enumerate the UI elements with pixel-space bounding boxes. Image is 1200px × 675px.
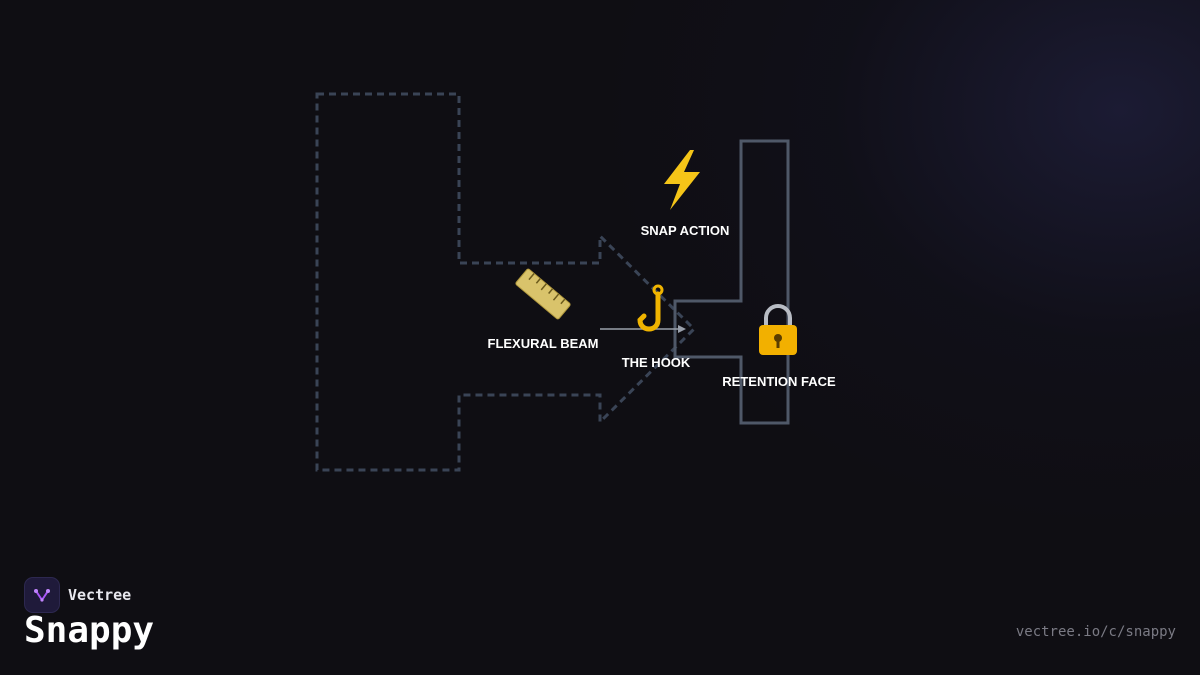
ruler-icon <box>515 268 571 320</box>
retention-face-label: RETENTION FACE <box>722 374 836 389</box>
snap-action-label: SNAP ACTION <box>641 223 730 238</box>
lightning-icon <box>664 150 700 210</box>
brand-name: Vectree <box>68 586 132 604</box>
flexural-beam-label: FLEXURAL BEAM <box>488 336 599 351</box>
retention-face-node: RETENTION FACE <box>722 304 836 389</box>
page-title: Snappy <box>24 610 155 651</box>
snap-action-node: SNAP ACTION <box>641 150 730 238</box>
lock-icon <box>759 304 797 355</box>
hook-icon <box>637 284 664 332</box>
vectree-logo-icon <box>24 577 60 613</box>
the-hook-label: THE HOOK <box>622 355 691 370</box>
receiving-part-outline <box>673 139 790 425</box>
page-url[interactable]: vectree.io/c/snappy <box>1015 624 1176 640</box>
brand: Vectree <box>24 577 131 613</box>
the-hook-node: THE HOOK <box>622 284 691 370</box>
flexural-beam-node: FLEXURAL BEAM <box>488 268 599 351</box>
flexible-part-outline <box>315 92 697 472</box>
insertion-arrowhead <box>678 325 686 333</box>
